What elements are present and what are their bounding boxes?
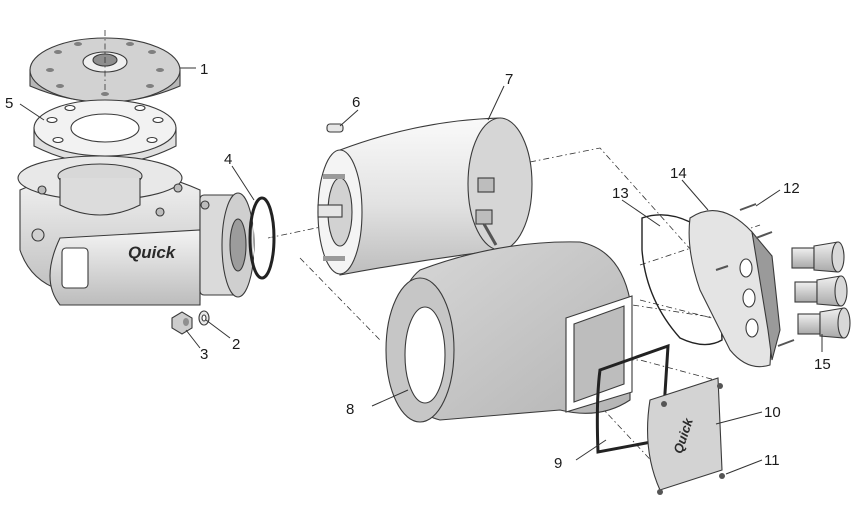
callout-6: 6 <box>352 94 360 111</box>
callout-4: 4 <box>224 151 232 168</box>
part-o-ring <box>248 196 276 280</box>
callout-8: 8 <box>346 401 354 418</box>
callout-2: 2 <box>232 336 240 353</box>
part-motor <box>317 117 533 276</box>
part-cover-gasket <box>595 343 670 454</box>
part-cable-glands <box>791 241 851 339</box>
callout-3: 3 <box>200 346 208 363</box>
part-cover-plate: Quick <box>646 377 723 491</box>
part-key <box>326 123 344 133</box>
leader-lines <box>19 67 823 475</box>
part-motor-cover <box>385 241 633 423</box>
callout-10: 10 <box>764 404 781 421</box>
callout-12: 12 <box>783 180 800 197</box>
callout-5: 5 <box>5 95 13 112</box>
callout-14: 14 <box>670 165 687 182</box>
brand-logo: Quick <box>128 243 177 262</box>
part-cover-screws <box>657 383 725 495</box>
part-flange-ring <box>33 99 177 165</box>
callout-1: 1 <box>200 61 208 78</box>
part-gearbox-body: Quick <box>17 155 255 306</box>
callout-9: 9 <box>554 455 562 472</box>
callout-7: 7 <box>505 71 513 88</box>
callout-13: 13 <box>612 185 629 202</box>
part-plate-screws <box>715 203 795 347</box>
callout-labels: 1 2 3 4 5 6 7 8 9 10 11 12 13 14 15 <box>5 61 831 472</box>
part-gasket <box>641 214 723 346</box>
part-flange-plate <box>29 30 181 103</box>
part-nut <box>171 311 193 335</box>
callout-15: 15 <box>814 356 831 373</box>
callout-11: 11 <box>764 452 780 469</box>
part-washer <box>198 310 210 326</box>
part-gland-plate <box>688 210 781 368</box>
